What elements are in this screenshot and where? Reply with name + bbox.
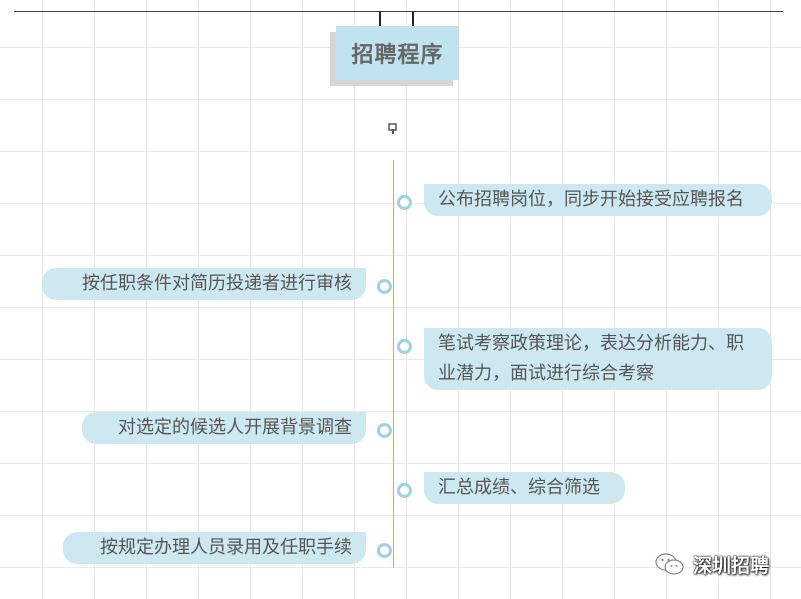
watermark-text: 深圳招聘 — [693, 554, 770, 577]
step-box: 公布招聘岗位，同步开始接受应聘报名 — [424, 184, 772, 216]
timeline-dot — [397, 483, 412, 498]
step-box: 对选定的候选人开展背景调查 — [82, 412, 366, 444]
step-box: 按规定办理人员录用及任职手续 — [63, 532, 366, 564]
timeline-dot — [377, 543, 392, 558]
step-box: 汇总成绩、综合筛选 — [424, 472, 625, 504]
diagram-title: 招聘程序 — [336, 26, 459, 80]
step-box: 按任职条件对简历投递者进行审核 — [42, 268, 366, 300]
timeline-dot — [397, 339, 412, 354]
wechat-icon — [655, 553, 684, 575]
timeline-line — [393, 160, 394, 568]
timeline-dot — [377, 279, 392, 294]
timeline-dot — [377, 423, 392, 438]
watermark: 深圳招聘 — [655, 550, 769, 578]
step-box: 笔试考察政策理论，表达分析能力、职业潜力，面试进行综合考察 — [424, 328, 772, 390]
timeline-dot — [397, 195, 412, 210]
connector-icon — [388, 123, 397, 134]
top-rule — [14, 11, 783, 12]
